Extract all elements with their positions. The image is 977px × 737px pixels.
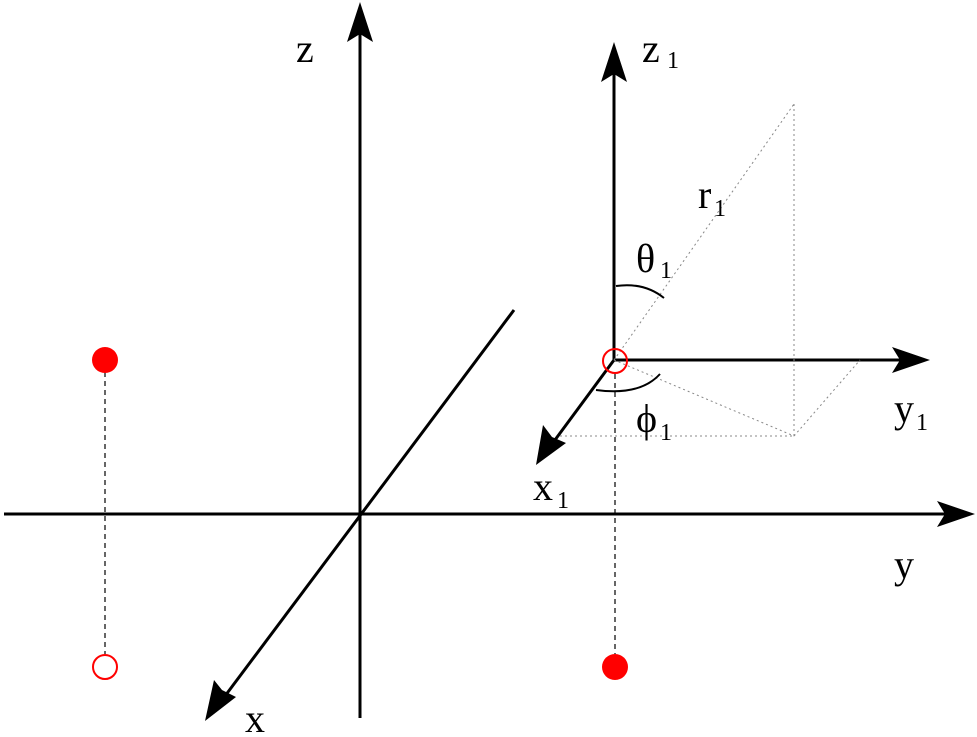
y-axis-arrowhead xyxy=(937,501,975,527)
x1-axis xyxy=(550,359,616,445)
charge-left-lower xyxy=(92,654,118,680)
local-axes xyxy=(536,42,930,465)
label-r1: r xyxy=(698,172,711,217)
label-y1: y xyxy=(894,386,914,431)
x-axis-arrowhead xyxy=(205,680,236,721)
label-x1: x xyxy=(533,464,553,509)
charge-origin-1 xyxy=(602,348,628,374)
label-y: y xyxy=(894,542,914,587)
label-theta1-subscript: 1 xyxy=(660,258,672,284)
label-z1-subscript: 1 xyxy=(667,48,679,74)
theta1-arc xyxy=(615,284,665,299)
label-z: z xyxy=(296,26,314,71)
projection-box xyxy=(560,103,861,437)
charge-right-lower xyxy=(602,654,628,680)
charge-left-upper xyxy=(92,347,118,373)
z1-axis-arrowhead xyxy=(601,42,627,82)
label-z1: z xyxy=(642,26,660,71)
x1-axis-arrowhead xyxy=(536,425,566,465)
box-right-edge xyxy=(793,359,861,437)
label-theta1: θ xyxy=(636,236,655,281)
label-y1-subscript: 1 xyxy=(916,410,928,436)
label-phi1: ϕ xyxy=(636,396,657,441)
x-axis xyxy=(220,309,516,701)
label-x: x xyxy=(245,696,265,737)
label-x1-subscript: 1 xyxy=(557,488,569,514)
label-phi1-subscript: 1 xyxy=(660,420,672,446)
main-axes xyxy=(4,2,975,721)
label-r1-subscript: 1 xyxy=(714,196,726,222)
r1-vector xyxy=(613,103,795,361)
y1-axis-arrowhead xyxy=(892,347,930,373)
z-axis-arrowhead xyxy=(347,2,373,42)
phi1-arc xyxy=(595,373,661,393)
charge-points xyxy=(92,347,628,680)
